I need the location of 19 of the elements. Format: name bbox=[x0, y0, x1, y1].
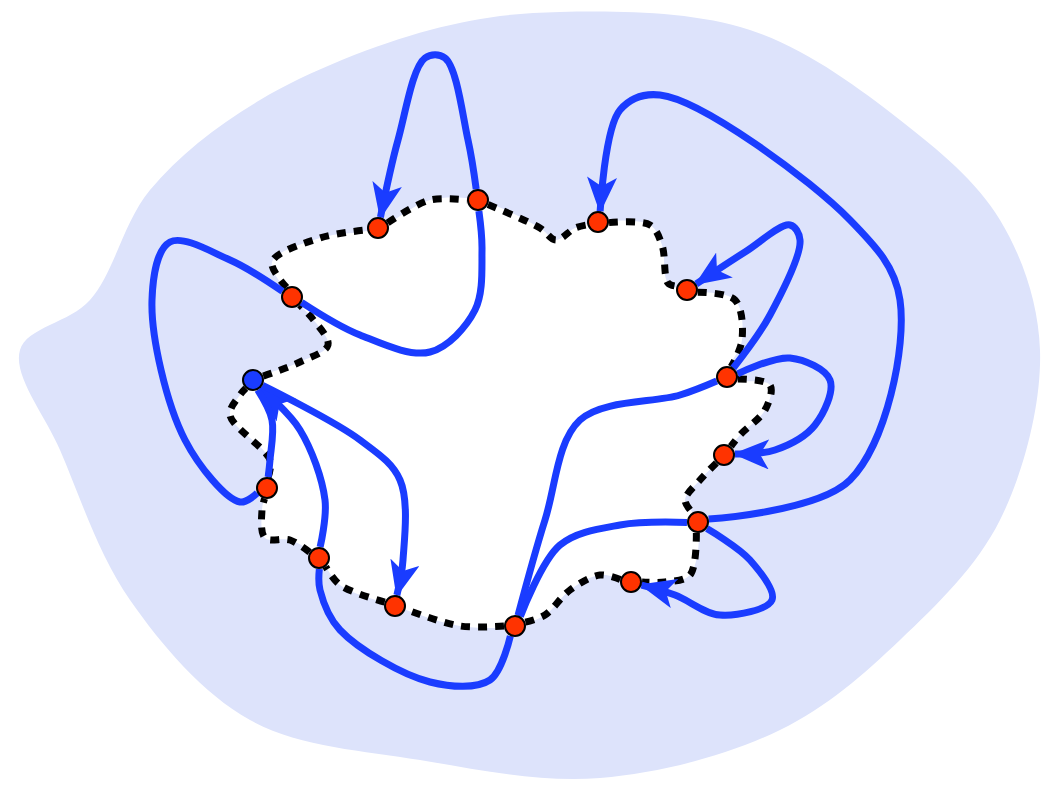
curved-arrow bbox=[694, 221, 804, 371]
curved-line bbox=[254, 388, 277, 478]
curved-line bbox=[148, 237, 285, 506]
curved-arrow bbox=[261, 382, 420, 598]
dashed-line bbox=[486, 201, 588, 244]
curved-line bbox=[299, 210, 486, 357]
curved-line bbox=[514, 377, 719, 617]
dashed-line bbox=[641, 532, 700, 586]
dashed-line bbox=[728, 375, 775, 449]
curved-arrow bbox=[587, 91, 905, 523]
dashed-line bbox=[257, 497, 312, 555]
curved-arrow bbox=[639, 525, 777, 619]
curved-line bbox=[315, 568, 514, 690]
dashed-line bbox=[697, 288, 746, 369]
dashed-line bbox=[524, 571, 622, 626]
dashed-line bbox=[681, 460, 719, 515]
dashed-line bbox=[608, 218, 678, 290]
curved-arrow bbox=[372, 51, 480, 220]
dashed-line bbox=[322, 564, 386, 606]
